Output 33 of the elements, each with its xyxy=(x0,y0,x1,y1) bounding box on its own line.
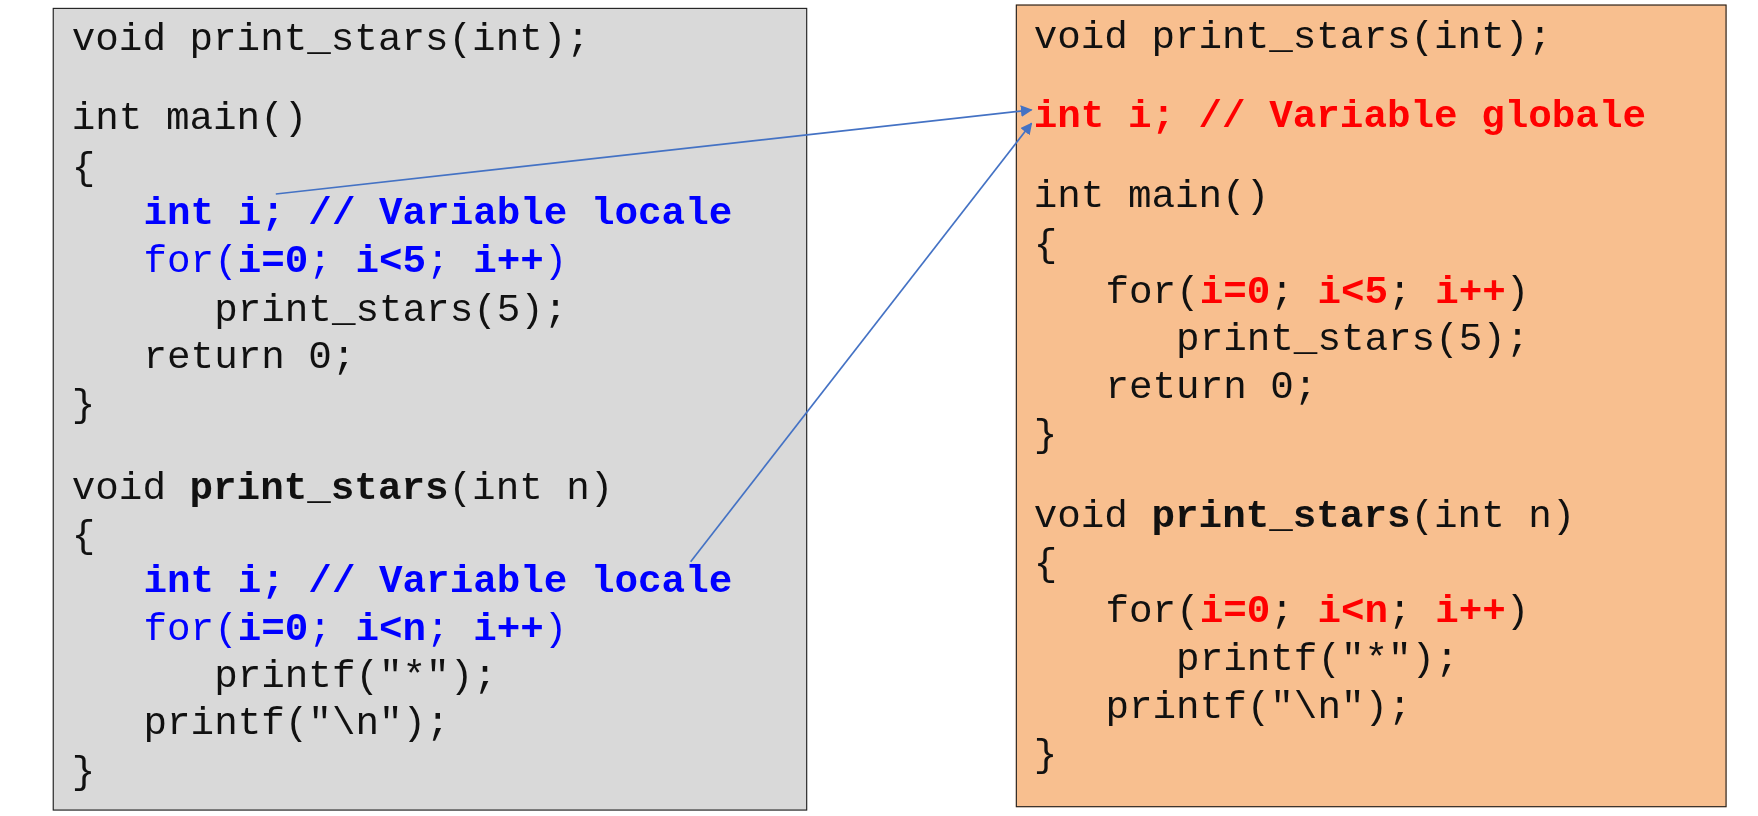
code-line: { xyxy=(71,516,96,558)
code-line: for(i=0; i<5; i++) xyxy=(1105,272,1530,313)
code-line: return 0; xyxy=(143,337,356,378)
code-line: { xyxy=(1033,225,1058,266)
code-line: int main() xyxy=(71,98,308,140)
code-line: } xyxy=(71,752,96,793)
code-line: int i; // Variable locale xyxy=(143,193,733,235)
code-line: void print_stars(int n) xyxy=(71,468,614,509)
code-panel xyxy=(52,7,808,811)
code-line: } xyxy=(1033,415,1058,457)
code-line: for(i=0; i<n; i++) xyxy=(143,609,568,651)
code-line: void print_stars(int); xyxy=(1033,17,1552,59)
code-line: void print_stars(int); xyxy=(71,20,590,61)
code-line: { xyxy=(71,149,96,190)
code-line: } xyxy=(71,385,96,427)
code-line: int i; // Variable globale xyxy=(1033,96,1646,137)
code-line: print_stars(5); xyxy=(214,290,568,331)
code-panel xyxy=(1015,4,1727,808)
code-line: printf("\n"); xyxy=(1105,687,1412,728)
code-line: printf("*"); xyxy=(214,657,497,698)
code-line: return 0; xyxy=(1105,367,1318,409)
code-line: int i; // Variable locale xyxy=(143,561,733,603)
arrow xyxy=(274,105,1033,195)
code-line: print_stars(5); xyxy=(1176,319,1530,360)
code-line: printf("\n"); xyxy=(143,704,450,745)
code-line: for(i=0; i<n; i++) xyxy=(1105,592,1530,633)
code-line: } xyxy=(1033,735,1058,776)
arrow xyxy=(689,122,1033,563)
code-line: void print_stars(int n) xyxy=(1033,496,1576,538)
code-line: int main() xyxy=(1033,177,1270,218)
code-line: printf("*"); xyxy=(1176,640,1459,681)
code-line: for(i=0; i<5; i++) xyxy=(143,242,568,283)
code-line: { xyxy=(1033,544,1058,586)
